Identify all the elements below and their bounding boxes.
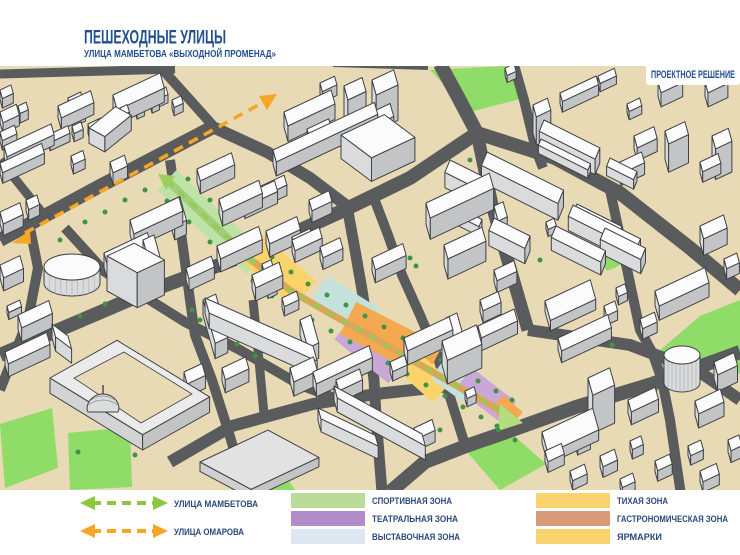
svg-text:СПОРТИВНАЯ ЗОНА: СПОРТИВНАЯ ЗОНА bbox=[372, 496, 452, 507]
svg-text:ПЕШЕХОДНЫЕ УЛИЦЫ: ПЕШЕХОДНЫЕ УЛИЦЫ bbox=[84, 28, 226, 49]
svg-text:ВЫСТАВОЧНАЯ ЗОНА: ВЫСТАВОЧНАЯ ЗОНА bbox=[372, 532, 460, 543]
svg-text:ПРОЕКТНОЕ РЕШЕНИЕ: ПРОЕКТНОЕ РЕШЕНИЕ bbox=[651, 69, 735, 81]
svg-text:ТИХАЯ ЗОНА: ТИХАЯ ЗОНА bbox=[617, 496, 668, 507]
svg-text:УЛИЦА ОМАРОВА: УЛИЦА ОМАРОВА bbox=[174, 527, 244, 538]
svg-text:УЛИЦА МАМБЕТОВА: УЛИЦА МАМБЕТОВА bbox=[174, 499, 258, 510]
svg-text:ГАСТРОНОМИЧЕСКАЯ ЗОНА: ГАСТРОНОМИЧЕСКАЯ ЗОНА bbox=[617, 514, 728, 525]
svg-text:ТЕАТРАЛЬНАЯ ЗОНА: ТЕАТРАЛЬНАЯ ЗОНА bbox=[372, 514, 458, 525]
svg-text:ЯРМАРКИ: ЯРМАРКИ bbox=[617, 532, 662, 543]
svg-text:УЛИЦА МАМБЕТОВА «ВЫХОДНОЙ ПРОМ: УЛИЦА МАМБЕТОВА «ВЫХОДНОЙ ПРОМЕНАД» bbox=[84, 47, 276, 60]
